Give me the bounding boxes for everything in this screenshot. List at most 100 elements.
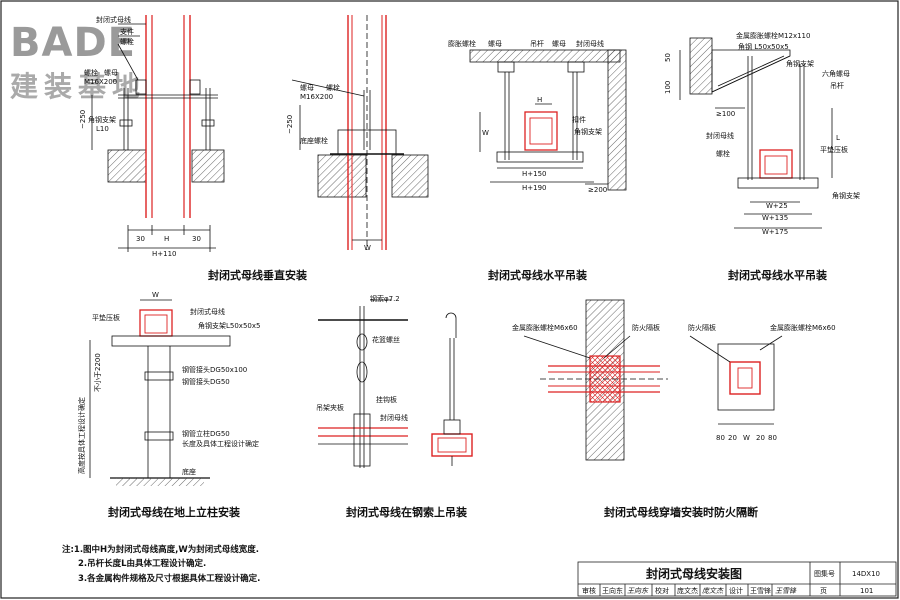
view-fire-barrier — [523, 299, 783, 461]
logo-brand: BADE — [10, 20, 136, 66]
v6-busbar-label: 封闭母线 — [380, 413, 408, 422]
v1-caption: 封闭式母线垂直安装 — [208, 268, 307, 282]
v7-anchor-l: 金属膨胀螺栓M6x60 — [512, 323, 578, 332]
v4-dim-100h: ≥100 — [716, 110, 735, 118]
v1-dim-h110: H+110 — [152, 250, 177, 258]
v3-rod-label: 吊杆 — [530, 39, 544, 48]
v7-dim-80b: 80 — [768, 434, 777, 442]
atlas-no: 14DX10 — [852, 570, 880, 578]
sheet-title: 封闭式母线安装图 — [646, 566, 742, 581]
v3-h-label: H — [537, 96, 542, 104]
v3-dim-200: ≥200 — [588, 186, 607, 194]
tb-check-sign: 庞文杰 — [702, 587, 724, 595]
v1-busbar-label: 封闭式母线 — [96, 15, 131, 24]
v7-dim-20b: 20 — [756, 434, 765, 442]
v4-dim-w175: W+175 — [762, 228, 788, 236]
v3-w-label: W — [482, 129, 489, 137]
v5-base-label: 底座 — [182, 467, 196, 476]
view-cable-hang — [318, 299, 473, 468]
note-1: 注:1.图中H为封闭式母线高度,W为封闭式母线宽度. — [62, 544, 259, 555]
note-2: 2.吊杆长度L由具体工程设计确定. — [78, 558, 206, 569]
v7-fire-r: 防火隔板 — [688, 323, 716, 332]
v3-bolt2-label: 螺母 — [552, 39, 566, 48]
v5-busbar-label: 封闭式母线 — [190, 307, 225, 316]
v4-bolt-label: 螺栓 — [716, 149, 730, 158]
view-vertical-side — [291, 15, 429, 250]
v5-joint-label: 钢管接头DG50 — [182, 377, 230, 386]
v4-angle2-label: 角钢支架 — [832, 191, 860, 200]
view-cable-hang-text: 钢索φ7.2 花篮螺丝 吊架夹板 挂钩板 封闭母线 封闭式母线在钢索上吊装 — [316, 294, 467, 519]
notes: 注:1.图中H为封闭式母线高度,W为封闭式母线宽度. 2.吊杆长度L由具体工程设… — [62, 544, 260, 584]
v4-dim-100v: 100 — [664, 81, 672, 94]
v3-busbar-label: 封闭母线 — [576, 39, 604, 48]
v2-dim-w: W — [364, 244, 371, 252]
v7-dim-20a: 20 — [728, 434, 737, 442]
v4-rod-label: 吊杆 — [830, 81, 844, 90]
view-floor-column — [89, 299, 231, 486]
view-fire-barrier-text: 金属膨胀螺栓M6x60 防火隔板 防火隔板 金属膨胀螺栓M6x60 80 20 … — [512, 323, 836, 519]
tb-check-label: 校对 — [655, 586, 669, 595]
v2-base-label: 底座螺栓 — [300, 136, 328, 145]
view-wall-bracket-text: 金属膨胀螺栓M12x110 角钢 L50x50x5 角钢支架 六角螺母 吊杆 5… — [664, 31, 860, 282]
v1-bolt-label: 螺栓 — [120, 37, 134, 46]
v1-dim-30a: 30 — [136, 235, 145, 243]
v1-angle-label: 角钢支架 — [88, 115, 116, 124]
atlas-label: 图集号 — [814, 569, 835, 578]
v1-bolt-size: M16X200 — [84, 78, 117, 86]
v5-dim-w: W — [152, 291, 159, 299]
v7-caption: 封闭式母线穿墙安装时防火隔断 — [604, 505, 758, 519]
v3-bolt-label: 螺母 — [488, 39, 502, 48]
v4-angle-label: 角钢 L50x50x5 — [738, 42, 789, 51]
v5-note-label: 长度及具体工程设计确定 — [182, 439, 259, 448]
v6-cable-label: 钢索φ7.2 — [370, 294, 400, 303]
v7-dim-80a: 80 — [716, 434, 725, 442]
v4-caption: 封闭式母线水平吊装 — [728, 268, 827, 282]
v3-angle-label: 角钢支架 — [574, 127, 602, 136]
logo: BADE 建装基地 — [10, 20, 146, 103]
v3-caption: 封闭式母线水平吊装 — [488, 268, 587, 282]
v3-clip-label: 扣件 — [572, 115, 586, 124]
v4-dl-label: L — [836, 134, 840, 142]
v4-dim-w135: W+135 — [762, 214, 788, 222]
v5-vert2: 不小于2200 — [93, 353, 102, 392]
title-block-text: 封闭式母线安装图 图集号 14DX10 审核 王向东 王向东 校对 庞文杰 庞文… — [582, 566, 880, 595]
v4-dim-w25: W+25 — [766, 202, 788, 210]
v1-dim-30b: 30 — [192, 235, 201, 243]
v7-anchor-r: 金属膨胀螺栓M6x60 — [770, 323, 836, 332]
v4-anchor-label: 金属膨胀螺栓M12x110 — [736, 31, 810, 40]
v2-bolt-label: 螺栓 — [326, 83, 340, 92]
v7-dim-w: W — [743, 434, 750, 442]
v4-busbar-label: 封闭母线 — [706, 131, 734, 140]
view-horizontal-hang-text: 膨胀螺栓 螺母 吊杆 螺母 封闭母线 H 扣件 角钢支架 W H+150 H+1… — [448, 39, 607, 282]
v6-turnbuckle-label: 花篮螺丝 — [372, 335, 400, 344]
v3-anchor-label: 膨胀螺栓 — [448, 39, 476, 48]
v1-dim-250: ~250 — [79, 110, 87, 129]
v5-pipe-label: 钢管接头DG50x100 — [182, 365, 247, 374]
v5-plate-label: 平垫压板 — [92, 313, 120, 322]
v6-hanger-label: 吊架夹板 — [316, 403, 344, 412]
tb-review-label: 审核 — [582, 586, 596, 595]
tb-review-sign: 王向东 — [627, 587, 649, 595]
v3-dim-h150: H+150 — [522, 170, 547, 178]
v1-bolt2-label: 螺栓 — [84, 68, 98, 77]
v4-dim-50: 50 — [664, 53, 672, 62]
v3-dim-h190: H+190 — [522, 184, 547, 192]
v1-angle-size: L10 — [96, 125, 109, 133]
v1-dim-h: H — [164, 235, 169, 243]
view-wall-bracket — [679, 37, 833, 229]
v7-fire-l: 防火隔板 — [632, 323, 660, 332]
v6-caption: 封闭式母线在钢索上吊装 — [346, 505, 467, 519]
v5-caption: 封闭式母线在地上立柱安装 — [108, 505, 240, 519]
tb-design-sign: 王雪锋 — [775, 587, 797, 595]
v5-column-label: 钢管立柱DG50 — [182, 429, 230, 438]
logo-cn: 建装基地 — [10, 70, 146, 103]
v6-hook-label: 挂钩板 — [376, 395, 397, 404]
v2-dim-250: ~250 — [286, 115, 294, 134]
tb-review-name: 王向东 — [602, 586, 623, 595]
title-block — [577, 561, 897, 597]
view-vertical-install-text: 封闭式母线 支件 螺栓 螺栓 螺母 M16X200 角钢支架 L10 ~250 … — [79, 15, 307, 282]
v4-brace-label: 角钢支架 — [786, 59, 814, 68]
tb-design-label: 设计 — [729, 586, 743, 595]
tb-design-name: 王雪锋 — [750, 586, 771, 595]
